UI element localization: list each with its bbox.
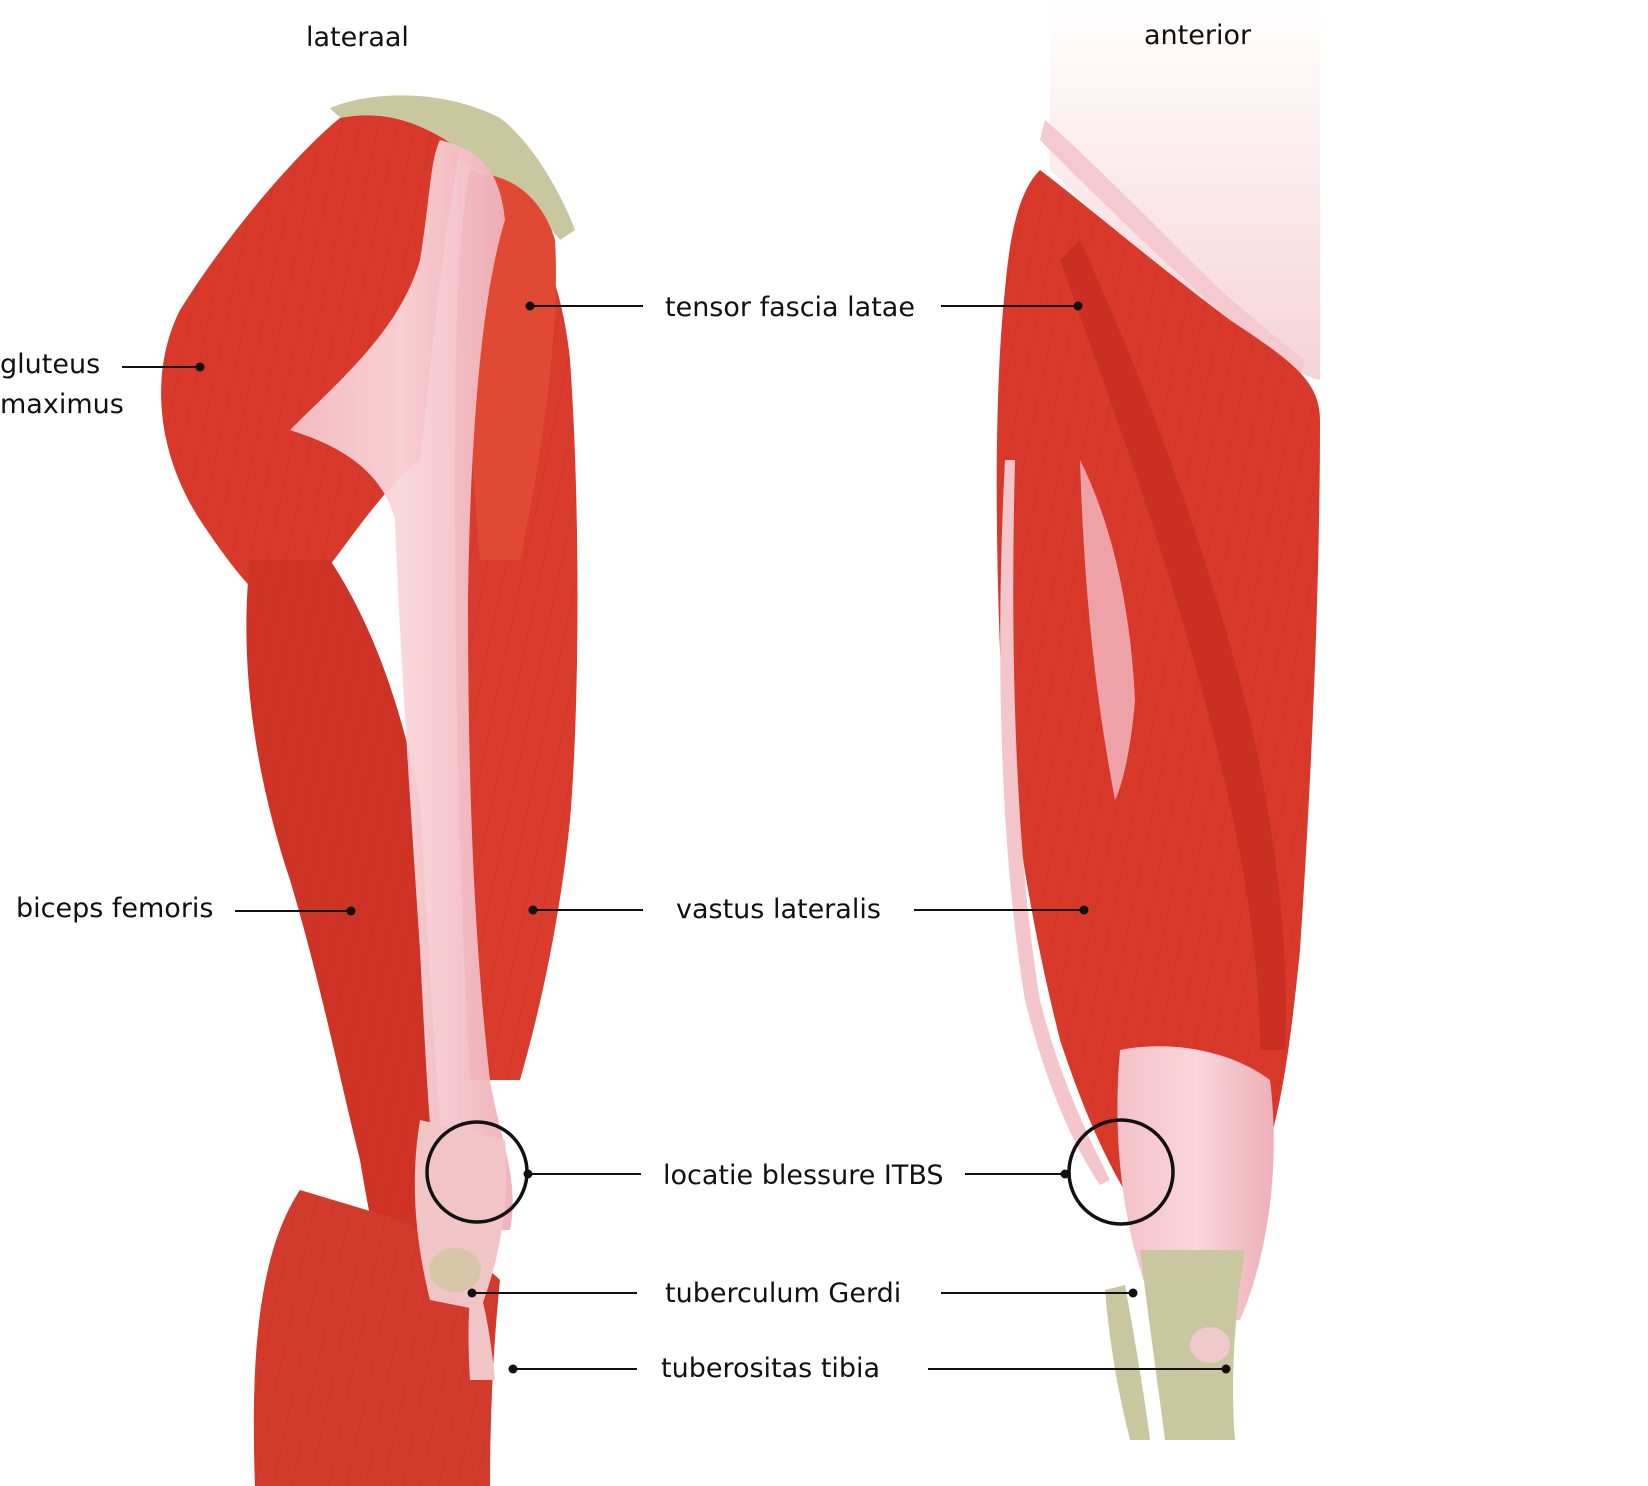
dot-tfl-right: [1073, 301, 1083, 311]
view-title-lateral: lateraal: [306, 22, 409, 53]
fibula-bone: [1105, 1285, 1150, 1440]
inguinal-ligament: [1040, 120, 1305, 375]
dot-gerdi-left: [467, 1288, 477, 1298]
label-locatie-blessure-itbs: locatie blessure ITBS: [663, 1160, 944, 1191]
dot-biceps: [346, 906, 356, 916]
dot-itbs-right: [1060, 1169, 1070, 1179]
abdomen-skin: [1050, 0, 1320, 380]
lateral-leg: [161, 95, 578, 1486]
dot-tibia-left: [508, 1364, 518, 1374]
anterior-leg: [996, 0, 1320, 1440]
dot-gluteus: [195, 362, 205, 372]
label-tuberositas-tibia: tuberositas tibia: [661, 1353, 881, 1384]
label-tensor-fascia-latae: tensor fascia latae: [665, 292, 915, 323]
rectus-femoris-tendon: [1080, 460, 1135, 800]
dot-vastus-left: [528, 905, 538, 915]
iliotibial-band: [290, 140, 513, 1230]
view-title-anterior: anterior: [1144, 20, 1252, 51]
iliotibial-band-anterior: [1000, 460, 1110, 1185]
dot-gerdi-right: [1128, 1288, 1138, 1298]
label-gluteus-maximus-line2: maximus: [0, 389, 124, 420]
injury-circle-anterior: [1067, 1118, 1175, 1226]
dot-vastus-right: [1079, 905, 1089, 915]
leader-lines: [122, 301, 1231, 1374]
label-vastus-lateralis: vastus lateralis: [676, 894, 881, 925]
label-biceps-femoris: biceps femoris: [16, 893, 214, 924]
dot-tfl-left: [525, 301, 535, 311]
tuberculum-gerdi-bone: [429, 1248, 481, 1292]
tuberositas-tibia-bone: [1190, 1327, 1230, 1363]
label-gluteus-maximus-line1: gluteus: [0, 349, 101, 380]
label-tuberculum-gerdi: tuberculum Gerdi: [665, 1278, 902, 1309]
dot-tibia-right: [1221, 1364, 1231, 1374]
injury-circle-lateral: [425, 1120, 529, 1224]
sartorius-muscle: [1060, 240, 1286, 1050]
tibia-lateral: [468, 1290, 495, 1380]
